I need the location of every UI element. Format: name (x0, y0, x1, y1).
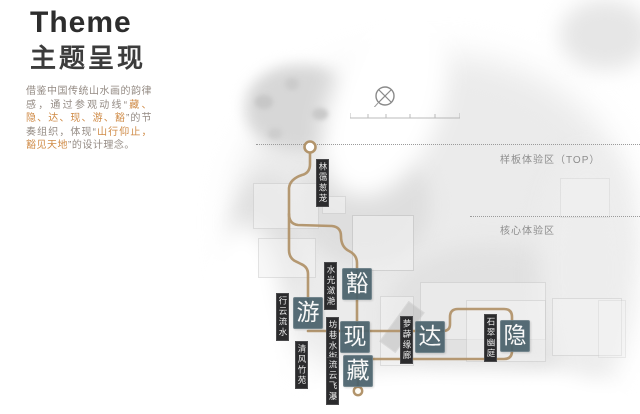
compass-icon (374, 86, 395, 107)
theme-stamp-huo: 豁 (342, 268, 372, 300)
scenic-label-linai: 林霭葱茏 (316, 159, 329, 207)
scale-bar (350, 113, 460, 119)
route-end-node (352, 385, 364, 397)
page-title-en: Theme (30, 6, 132, 39)
theme-stamp-xian: 现 (340, 321, 370, 353)
region-label-core: 核心体验区 (500, 226, 555, 237)
theme-stamp-da: 达 (415, 321, 445, 353)
theme-stamp-yin: 隐 (500, 320, 530, 352)
intro-highlight-nodes: 藏、隐、达、现、游、豁 (26, 99, 152, 125)
theme-stamp-you: 游 (293, 297, 323, 329)
scenic-label-shuiguang: 水光潋滟 (324, 262, 337, 310)
intro-highlight-concept: 山行仰止，豁见天地 (26, 126, 152, 152)
scenic-label-shicui: 石翠幽庭 (484, 314, 497, 362)
scenic-label-liuyun: 流云飞瀑 (326, 357, 339, 405)
scenic-label-qingfeng: 清风竹苑 (295, 341, 308, 389)
intro-paragraph: 借鉴中国传统山水画的韵律感，通过参观动线“藏、隐、达、现、游、豁”的节奏组织，体… (26, 85, 152, 153)
theme-stamp-cang: 藏 (343, 355, 373, 387)
intro-text-1: 借鉴中国传统山水画的韵律感，通过参观动线“ (26, 86, 152, 111)
region-label-top: 样板体验区（TOP） (500, 155, 601, 166)
scenic-label-xingyun: 行云流水 (276, 293, 289, 341)
page-title-zh: 主题呈现 (30, 43, 147, 73)
intro-text-2: ”的节奏组织，体现“ (26, 113, 152, 138)
divider-top-zone (256, 144, 640, 145)
divider-core-zone (470, 216, 640, 217)
scenic-label-luobi: 萝薜缘廊 (400, 316, 413, 364)
intro-text-3: ”的设计理念。 (68, 140, 135, 151)
